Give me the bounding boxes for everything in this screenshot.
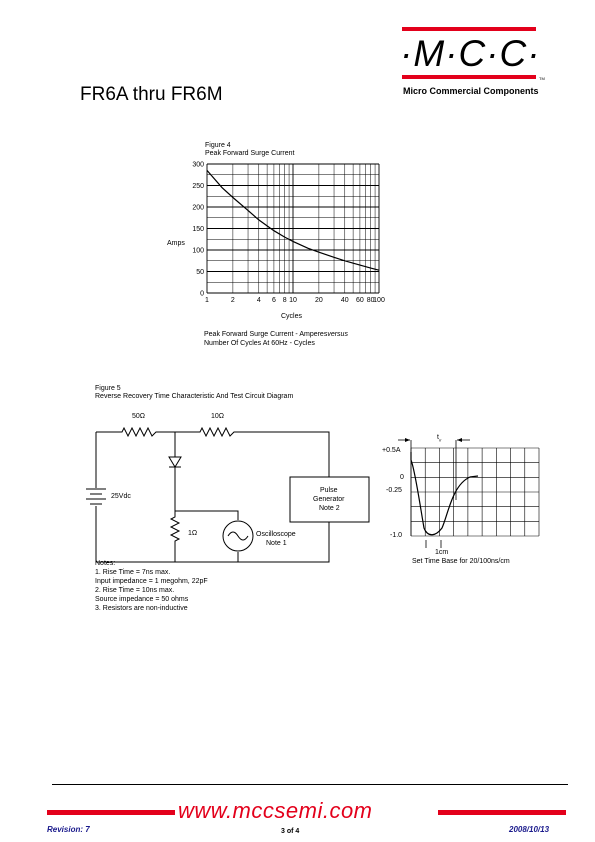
footer-date: 2008/10/13	[509, 825, 550, 834]
footer-revision: Revision: 7	[47, 825, 90, 834]
wave-timebase-caption: Set Time Base for 20/100ns/cm	[412, 558, 510, 565]
scope-wire	[175, 510, 330, 563]
oscilloscope-label-1: Oscilloscope	[256, 531, 296, 538]
trr-label-main: t	[437, 434, 439, 441]
footer-website[interactable]: www.mccsemi.com	[178, 798, 373, 823]
figure4-caption-main: Peak Forward Surge Current - Amperes	[204, 331, 328, 338]
figure4-caption-line1: Peak Forward Surge Current - Amperesvers…	[204, 331, 348, 338]
note-line-4: Source impedance = 50 ohms	[95, 596, 189, 603]
chart-grid	[206, 163, 380, 294]
note-line-2: Input impedance = 1 megohm, 22pF	[95, 578, 208, 585]
left-wire-lower	[95, 506, 238, 563]
chart-x-tick-label: 4	[257, 297, 261, 304]
logo-top-bar	[402, 27, 536, 31]
trr-label: trr	[437, 434, 442, 442]
recovery-curve	[410, 452, 479, 536]
oscilloscope-label-2: Note 1	[266, 540, 287, 547]
figure5-title: Reverse Recovery Time Characteristic And…	[95, 393, 294, 400]
trr-arrowhead-left	[405, 438, 410, 442]
figure4-label: Figure 4	[205, 142, 231, 149]
trademark-mark: TM	[539, 76, 545, 81]
note-line-3: 2. Rise Time = 10ns max.	[95, 587, 175, 594]
trr-arrowhead-right	[457, 438, 462, 442]
pulse-generator-label-3: Note 2	[319, 505, 340, 512]
surge-current-curve	[206, 170, 380, 271]
footer-red-bar-right	[438, 810, 566, 815]
oscilloscope-symbol	[222, 520, 254, 552]
diode-symbol	[168, 456, 182, 468]
chart-x-tick-label: 60	[356, 297, 364, 304]
chart-x-tick-label: 80	[367, 297, 375, 304]
chart-y-tick-label: 200	[192, 205, 204, 212]
company-name: Micro Commercial Components	[403, 86, 539, 96]
pulse-generator-label-2: Generator	[313, 496, 345, 503]
chart-x-tick-label: 40	[341, 297, 349, 304]
figure4-title: Peak Forward Surge Current	[205, 150, 295, 157]
battery-label: 25Vdc	[111, 493, 131, 500]
notes-heading: Notes:	[95, 560, 116, 567]
chart-x-tick-label: 20	[315, 297, 323, 304]
figure4-caption-versus: versus	[327, 331, 348, 338]
waveform-grid	[410, 447, 540, 537]
top-wire	[96, 426, 330, 477]
trr-label-subscript: rr	[438, 437, 442, 443]
chart-y-tick-label: 50	[196, 269, 204, 276]
chart-y-tick-label: 250	[192, 183, 204, 190]
figure5-label: Figure 5	[95, 385, 121, 392]
wave-y-label-minus1: -1.0	[390, 532, 403, 539]
chart-x-tick-label: 6	[272, 297, 276, 304]
chart-x-tick-label: 10	[289, 297, 297, 304]
pulse-generator-box	[289, 476, 370, 523]
chart-x-tick-label: 2	[231, 297, 235, 304]
resistor-1-label: 1Ω	[188, 530, 198, 537]
note-line-5: 3. Resistors are non-inductive	[95, 605, 188, 612]
figure4-y-axis-label: Amps	[167, 240, 185, 247]
chart-x-tick-label: 1	[205, 297, 209, 304]
center-wire	[169, 432, 181, 562]
notes-block: Notes: 1. Rise Time = 7ns max. Input imp…	[95, 559, 208, 613]
chart-x-tick-label: 100	[373, 297, 385, 304]
chart-x-tick-label: 8	[283, 297, 287, 304]
mcc-logo: ·M·C·C·	[400, 33, 541, 74]
oscilloscope-wave	[227, 531, 249, 541]
wave-y-label-0: 0	[400, 474, 404, 481]
chart-y-tick-label: 100	[192, 248, 204, 255]
chart-y-tick-label: 0	[200, 291, 204, 298]
footer-divider	[52, 784, 568, 785]
resistor-10-label: 10Ω	[211, 413, 225, 420]
chart-y-tick-label: 300	[192, 162, 204, 169]
figure4-x-axis-label: Cycles	[281, 313, 303, 320]
footer-page-number: 3 of 4	[281, 828, 300, 835]
part-title: FR6A thru FR6M	[80, 84, 223, 105]
footer-red-bar-left	[47, 810, 175, 815]
resistor-50-label: 50Ω	[132, 413, 146, 420]
note-line-1: 1. Rise Time = 7ns max.	[95, 569, 171, 576]
wave-scale-label: 1cm	[435, 549, 449, 556]
wave-y-label-minus025: -0.25	[386, 487, 402, 494]
pulse-generator-label-1: Pulse	[320, 487, 338, 494]
figure4-caption-line2: Number Of Cycles At 60Hz - Cycles	[204, 340, 315, 347]
chart-y-tick-label: 150	[192, 226, 204, 233]
logo-bottom-bar	[402, 75, 536, 79]
wave-y-label-plus05: +0.5A	[382, 447, 401, 454]
